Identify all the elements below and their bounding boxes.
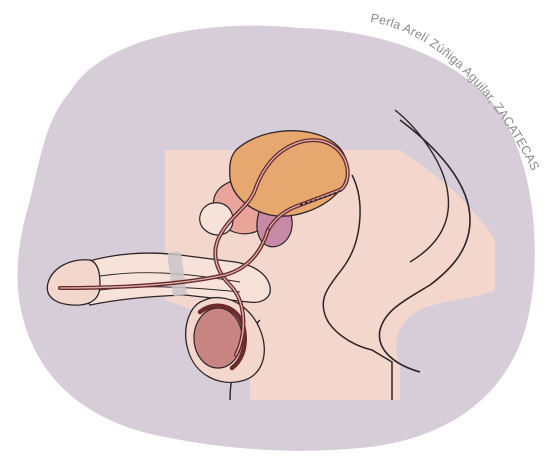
pubic-bone: [200, 203, 233, 235]
testis: [194, 308, 242, 368]
